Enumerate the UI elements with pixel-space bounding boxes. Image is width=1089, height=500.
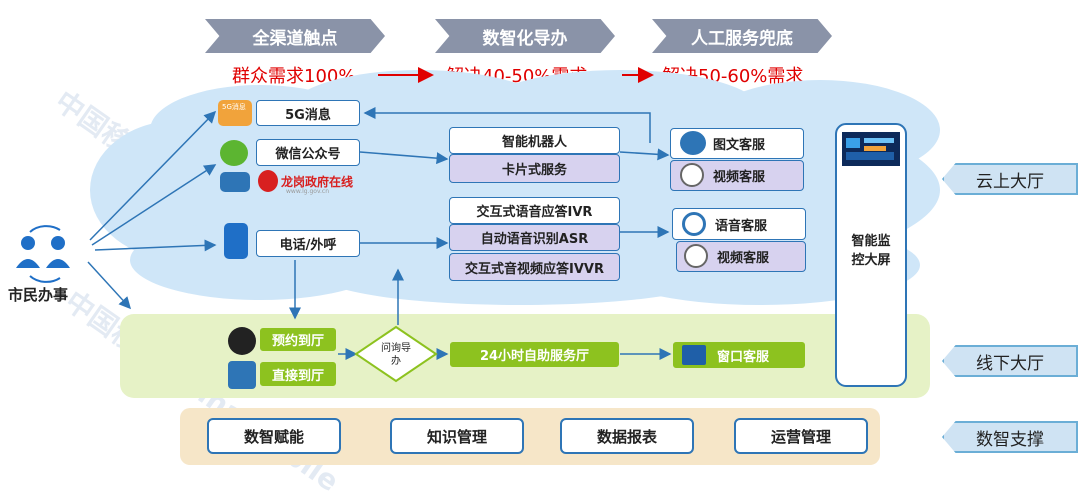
phone-icon	[224, 223, 248, 259]
gov-logo-url: www.lg.gov.cn	[286, 188, 330, 195]
5g-message-icon	[218, 100, 252, 126]
offline-appoint[interactable]: 预约到厅	[259, 327, 337, 352]
screen-panel	[835, 123, 907, 387]
header-smart-guide: 数智化导办	[435, 19, 615, 53]
stat-demand: 群众需求100%	[232, 66, 356, 87]
offline-direct[interactable]: 直接到厅	[259, 361, 337, 387]
computer-icon	[220, 172, 250, 192]
inquiry-diamond	[354, 325, 438, 383]
support-empower[interactable]: 数智赋能	[207, 418, 341, 454]
offline-self-service[interactable]: 24小时自助服务厅	[449, 341, 620, 368]
support-knowledge[interactable]: 知识管理	[390, 418, 524, 454]
channel-phone[interactable]: 电话/外呼	[256, 230, 360, 257]
header-omnichannel: 全渠道触点	[205, 19, 385, 53]
wechat-icon	[220, 140, 248, 166]
support-band	[180, 408, 880, 465]
gov-logo-text: 龙岗政府在线	[281, 175, 354, 189]
5g-message-icon-label: 5G消息	[222, 103, 246, 111]
webcam-icon	[680, 163, 704, 187]
chat-bubble-icon	[680, 131, 706, 155]
gov-emblem-icon	[258, 170, 278, 192]
smart-ivvr[interactable]: 交互式音视频应答IVVR	[449, 253, 620, 281]
webcam-icon	[684, 244, 708, 268]
tag-offline-hall: 线下大厅	[942, 345, 1078, 377]
headset-icon	[682, 212, 706, 236]
tag-cloud-hall: 云上大厅	[942, 163, 1078, 195]
smart-ivr[interactable]: 交互式语音应答IVR	[449, 197, 620, 224]
message-icon	[228, 327, 256, 355]
channel-5g[interactable]: 5G消息	[256, 100, 360, 126]
inquiry-label: 问询导办	[381, 343, 411, 367]
smart-asr[interactable]: 自动语音识别ASR	[449, 224, 620, 251]
family-icon	[228, 361, 256, 389]
support-operations[interactable]: 运营管理	[734, 418, 868, 454]
screen-label: 智能监控大屏	[851, 234, 891, 268]
channel-wechat[interactable]: 微信公众号	[256, 139, 360, 166]
tag-support: 数智支撑	[942, 421, 1078, 453]
header-manual-service: 人工服务兜底	[652, 19, 832, 53]
smart-card-service[interactable]: 卡片式服务	[449, 154, 620, 183]
citizen-icon	[16, 225, 70, 283]
window-icon	[682, 345, 706, 365]
smart-robot[interactable]: 智能机器人	[449, 127, 620, 154]
citizen-label: 市民办事	[8, 286, 69, 304]
support-reports[interactable]: 数据报表	[560, 418, 694, 454]
